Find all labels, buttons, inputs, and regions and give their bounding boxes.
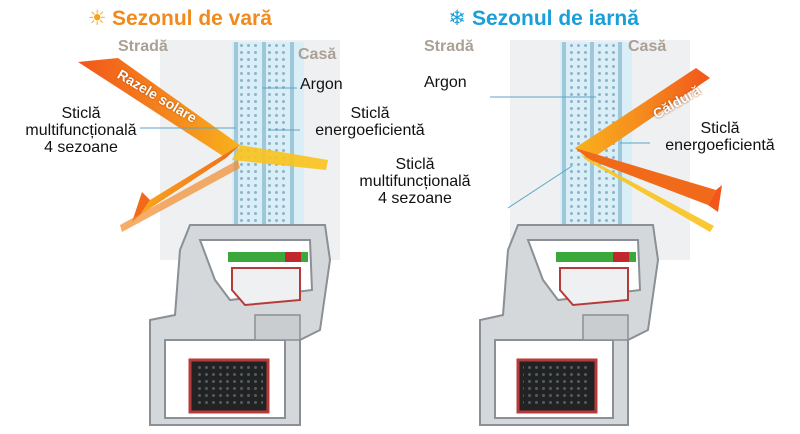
summer-energy-glass-line-2: energoeficientă (315, 122, 425, 139)
winter-argon-label: Argon (424, 74, 467, 91)
triple-glazing (232, 42, 304, 242)
winter-energy-glass-line-2: energoeficientă (665, 137, 775, 154)
steel-reinforcement (228, 252, 308, 262)
pvc-profile-winter (479, 224, 660, 426)
winter-energy-glass-line-1: Sticlă (700, 120, 740, 137)
winter-window-section (479, 40, 722, 426)
summer-title: ☀Sezonul de vară (87, 7, 272, 30)
leader-lines-winter (490, 96, 650, 209)
winter-house-label: Casă (628, 38, 667, 55)
sun-icon: ☀ (87, 7, 107, 30)
argon-chamber-2 (267, 44, 289, 240)
winter-panel: ❄Sezonul de iarnă Stradă Casă Căldură Ar… (359, 0, 800, 434)
gasket-seal (285, 252, 301, 262)
summer-window-section (78, 40, 340, 426)
winter-energy-glass-label: Sticlă energoeficientă (650, 120, 790, 154)
snowflake-icon: ❄ (448, 7, 466, 30)
summer-multi-glass-label: Sticlă multifuncțională 4 sezoane (6, 105, 156, 156)
summer-multi-glass-line-3: 4 sezoane (44, 139, 118, 156)
pvc-profile (149, 224, 332, 426)
summer-house-label: Casă (298, 46, 337, 63)
summer-multi-glass-line-1: Sticlă (61, 105, 101, 122)
steel-reinforcement-winter (556, 252, 636, 262)
winter-multi-glass-line-3: 4 sezoane (378, 190, 452, 207)
leader-lines (140, 87, 300, 131)
summer-argon-label: Argon (300, 76, 343, 93)
summer-street-label: Stradă (118, 38, 168, 55)
solar-rays (78, 58, 328, 232)
heat-rays (575, 68, 722, 232)
argon-chamber-1-winter (567, 44, 589, 240)
argon-chamber-1 (239, 44, 261, 240)
summer-multi-glass-line-2: multifuncțională (25, 122, 137, 139)
winter-multi-glass-line-1: Sticlă (395, 156, 435, 173)
winter-street-label: Stradă (424, 38, 474, 55)
winter-multi-glass-label: Sticlă multifuncțională 4 sezoane (340, 156, 490, 207)
winter-title: ❄Sezonul de iarnă (446, 6, 639, 31)
gasket-seal-winter (613, 252, 629, 262)
summer-panel: ☀Sezonul de vară Stradă Casă Razele sola… (6, 7, 425, 426)
summer-energy-glass-label: Sticlă energoeficientă (300, 105, 440, 139)
winter-multi-glass-line-2: multifuncțională (359, 173, 471, 190)
summer-energy-glass-line-1: Sticlă (350, 105, 390, 122)
